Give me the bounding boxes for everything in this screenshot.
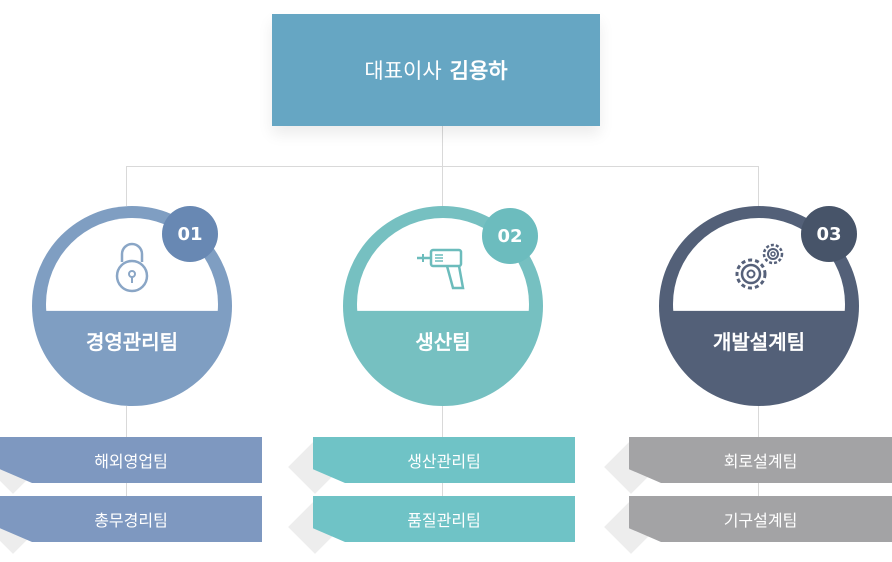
team-name: 개발설계팀 (713, 330, 805, 354)
subteam-box: 회로설계팀 (629, 437, 892, 483)
ceo-connector (442, 126, 443, 166)
team3-connector (758, 166, 759, 206)
team-name: 생산팀 (415, 330, 471, 354)
subteam-box: 품질관리팀 (313, 496, 575, 542)
team1-connector (126, 166, 127, 206)
padlock-icon (115, 242, 149, 293)
team-number-badge: 01 (162, 206, 218, 262)
ceo-box: 대표이사 김용하 (272, 14, 600, 126)
team2-connector (442, 166, 443, 206)
team-name: 경영관리팀 (86, 330, 178, 354)
subteam-box: 기구설계팀 (629, 496, 892, 542)
subteam-box: 해외영업팀 (0, 437, 262, 483)
team-number-badge: 03 (801, 206, 857, 262)
team-number-badge: 02 (482, 208, 538, 264)
drill-icon (417, 248, 465, 290)
ceo-name: 김용하 (449, 59, 508, 83)
gears-icon (735, 243, 784, 290)
team-circle-1: 경영관리팀 (32, 206, 232, 406)
subteam-box: 총무경리팀 (0, 496, 262, 542)
ceo-title: 대표이사 (364, 59, 442, 83)
subteam-box: 생산관리팀 (313, 437, 575, 483)
